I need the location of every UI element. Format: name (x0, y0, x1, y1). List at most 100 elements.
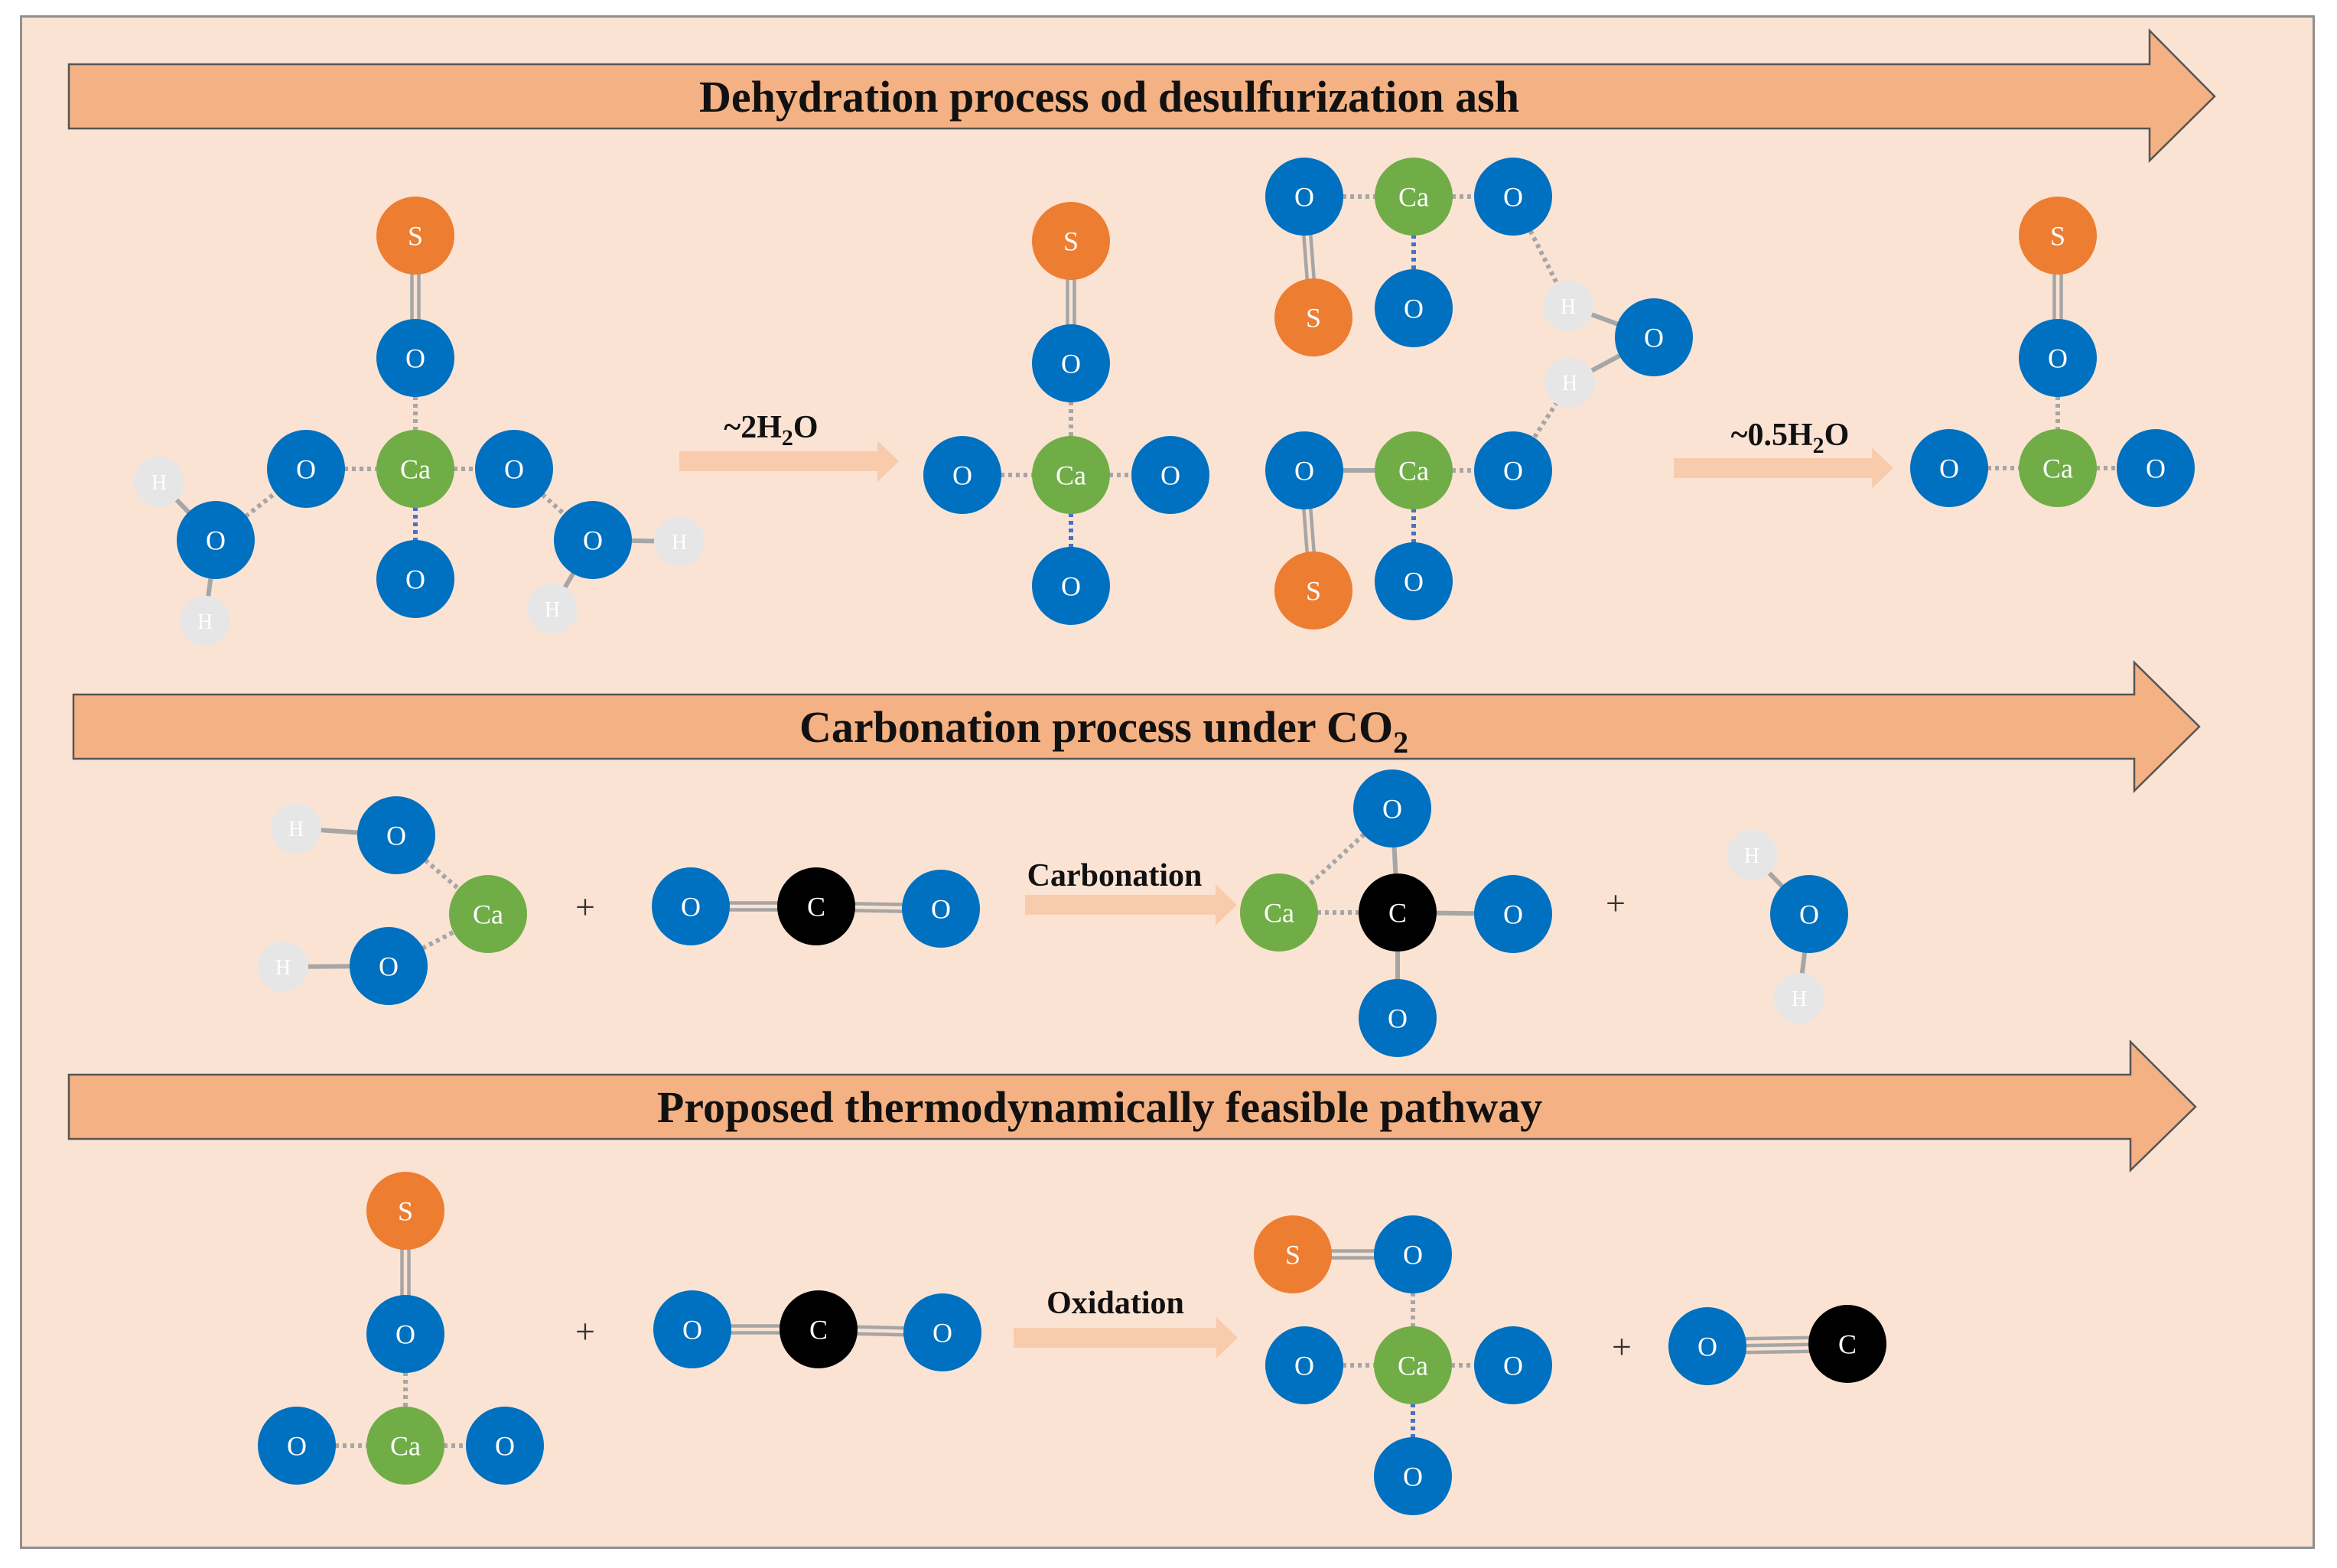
caso4-dihydrate-h-atom (180, 596, 230, 646)
co2-b-c-atom-label: C (809, 1315, 828, 1345)
banner-arrow-dehydration (67, 28, 2216, 163)
plus-sign-1: + (575, 887, 595, 926)
caso4-dihydrate-o-atom (376, 319, 454, 397)
caso4-anhydrous-2-o-atom (2019, 319, 2097, 397)
arrow-carbonation (1025, 884, 1237, 926)
caso4-pathway-ca-atom-label: Ca (390, 1431, 421, 1462)
co2-a-o-atom-label: O (681, 892, 701, 922)
hemihydrate-o-atom-label: O (1503, 182, 1523, 213)
banner-title-pathway: Proposed thermodynamically feasible path… (657, 1082, 1542, 1132)
caso3-product-o-atom (1265, 1326, 1343, 1404)
caso4-pathway-o-atom (366, 1295, 444, 1373)
co2-b-o-atom (653, 1290, 731, 1368)
water-h-atom (1774, 973, 1824, 1023)
caco3-o-atom-label: O (1388, 1004, 1408, 1034)
caso4-anhydrous-1-o-atom (923, 436, 1001, 514)
hemihydrate-o-atom (1265, 431, 1343, 509)
caso4-dihydrate-o-atom (177, 501, 255, 579)
co2-a-c-atom (777, 867, 855, 945)
caso4-anhydrous-1-o-atom (1131, 436, 1209, 514)
caso4-anhydrous-2-o-atom-label: O (1939, 454, 1959, 484)
caso4-dihydrate-o-atom (475, 430, 553, 508)
hemihydrate-o-atom-label: O (1404, 294, 1424, 324)
label-dehydration-step2: ~0.5H2O (1731, 418, 1850, 458)
caco3-ca-atom (1240, 873, 1318, 952)
caco3-o-atom-label: O (1503, 899, 1523, 930)
co2-b-o-atom (903, 1293, 981, 1371)
caso4-dihydrate-ca-atom-label: Ca (400, 454, 431, 485)
caso4-dihydrate-o-atom (554, 501, 632, 579)
caoh2-h-atom (271, 803, 321, 854)
caso4-anhydrous-2-ca-atom (2019, 429, 2097, 507)
water-h-atom (1727, 830, 1777, 880)
caso4-pathway-ca-atom (366, 1407, 444, 1485)
caso4-dihydrate-h-atom (134, 457, 184, 507)
caso4-dihydrate-o-atom-label: O (206, 525, 226, 556)
caso4-anhydrous-2-s-atom (2019, 197, 2097, 275)
caso4-dihydrate-o-atom-label: O (504, 454, 524, 485)
hemihydrate-o-atom (1375, 542, 1453, 620)
hemihydrate-o-atom (1474, 431, 1552, 509)
caso4-anhydrous-2-o-atom-label: O (2048, 343, 2068, 374)
caoh2-h-atom (258, 942, 308, 992)
caso4-anhydrous-2-ca-atom-label: Ca (2042, 454, 2073, 484)
caco3-o-atom (1474, 875, 1552, 953)
hemihydrate-ca-atom-label: Ca (1398, 456, 1429, 486)
caso4-anhydrous-1-o-atom-label: O (1061, 349, 1081, 379)
caso4-dihydrate-h-atom-label: H (151, 471, 167, 495)
bonds (157, 194, 2156, 1476)
caco3-o-atom-label: O (1382, 794, 1402, 825)
banner-arrow-carbonation (72, 660, 2201, 793)
caoh2-ca-atom (449, 875, 527, 953)
caoh2-ca-atom-label: Ca (473, 899, 503, 930)
hemihydrate-s-atom (1274, 278, 1352, 356)
caso4-dihydrate-o-atom-label: O (583, 525, 603, 556)
hemihydrate-o-atom (1375, 269, 1453, 347)
water-h-atom-label: H (1792, 987, 1807, 1011)
caso3-product-o-atom (1374, 1437, 1452, 1515)
hemihydrate-ca-atom-label: Ca (1398, 182, 1429, 213)
caso4-dihydrate-s-atom (376, 197, 454, 275)
caso4-dihydrate-ca-atom (376, 430, 454, 508)
banner-title-carbonation: Carbonation process under CO2 (799, 702, 1408, 760)
caso4-pathway-o-atom-label: O (395, 1319, 415, 1350)
co-product-o-atom-label: O (1697, 1332, 1717, 1362)
caso4-dihydrate-s-atom-label: S (408, 221, 423, 252)
label-oxidation: Oxidation (1046, 1286, 1184, 1321)
co2-b-o-atom-label: O (933, 1318, 952, 1348)
hemihydrate-o-atom (1615, 298, 1693, 376)
caoh2-o-atom (357, 796, 435, 874)
caso3-product-s-atom (1254, 1215, 1332, 1293)
caso3-product-o-atom (1474, 1326, 1552, 1404)
caoh2-o-atom-label: O (379, 952, 399, 982)
co2-b-o-atom-label: O (682, 1315, 702, 1345)
caso4-anhydrous-1-s-atom-label: S (1063, 226, 1079, 257)
hemihydrate-o-atom-label: O (1404, 567, 1424, 597)
caso3-product-o-atom-label: O (1403, 1462, 1423, 1492)
label-dehydration-step1: ~2H2O (724, 410, 818, 451)
hemihydrate-ca-atom (1375, 158, 1453, 236)
plus-sign-3: + (575, 1312, 595, 1351)
labels: Dehydration process od desulfurization a… (575, 72, 1849, 1366)
water-h-atom-label: H (1744, 844, 1759, 868)
caso4-pathway-s-atom-label: S (398, 1196, 413, 1227)
caso4-anhydrous-2-s-atom-label: S (2050, 221, 2065, 252)
arrow-dehydration-step2 (1674, 447, 1893, 489)
caco3-c-atom-label: C (1388, 898, 1407, 929)
hemihydrate-o-atom (1474, 158, 1552, 236)
caso4-pathway-o-atom (466, 1407, 544, 1485)
caso4-anhydrous-2-o-atom (1910, 429, 1988, 507)
caso4-anhydrous-1-o-atom-label: O (952, 460, 972, 491)
label-carbonation: Carbonation (1027, 858, 1203, 893)
caso4-anhydrous-1-o-atom-label: O (1160, 460, 1180, 491)
co2-a-o-atom-label: O (931, 894, 951, 925)
arrow-oxidation (1014, 1317, 1238, 1358)
caso4-dihydrate-h-atom (527, 584, 578, 634)
hemihydrate-o-atom (1265, 158, 1343, 236)
caoh2-h-atom-label: H (288, 818, 304, 841)
caco3-ca-atom-label: Ca (1264, 898, 1294, 929)
caco3-c-atom (1359, 873, 1437, 952)
co2-a-c-atom-label: C (807, 892, 825, 922)
caco3-o-atom (1353, 769, 1431, 847)
